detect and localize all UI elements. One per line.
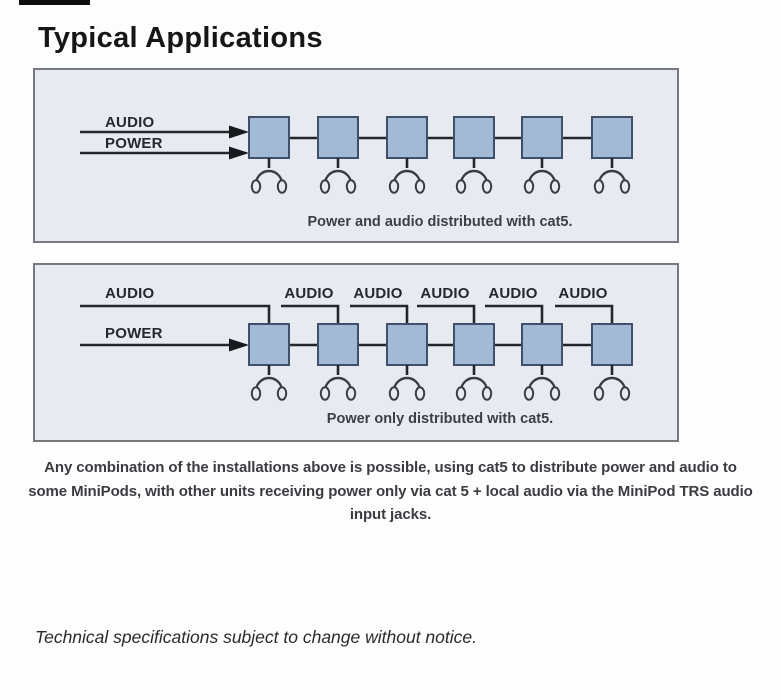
power-arrowhead-icon (229, 338, 249, 352)
minipod-with-headphones (316, 322, 360, 402)
diagram-caption: Power and audio distributed with cat5. (307, 214, 572, 230)
minipod-with-headphones (247, 322, 291, 402)
installation-note: Any combination of the installations abo… (28, 459, 753, 523)
minipod-with-headphones (452, 115, 496, 194)
local-audio-branch (417, 304, 476, 324)
page-title: Typical Applications (38, 22, 323, 54)
minipod-with-headphones (520, 322, 564, 402)
audio-label: AUDIO (558, 285, 607, 302)
local-audio-branch (281, 304, 340, 324)
minipod-with-headphones (452, 322, 496, 402)
page-corner-mark (19, 0, 90, 5)
audio-label: AUDIO (353, 285, 402, 302)
audio-label: AUDIO (420, 285, 469, 302)
audio-label: AUDIO (284, 285, 333, 302)
audio-label: AUDIO (105, 114, 154, 131)
minipod-with-headphones (385, 322, 429, 402)
audio-input-line (80, 304, 271, 324)
minipod-with-headphones (520, 115, 564, 194)
minipod-with-headphones (590, 115, 634, 194)
power-arrowhead-icon (229, 146, 249, 160)
power-label: POWER (105, 135, 163, 152)
local-audio-branch (485, 304, 544, 324)
audio-arrowhead-icon (229, 125, 249, 139)
audio-label: AUDIO (488, 285, 537, 302)
diagram-caption: Power only distributed with cat5. (327, 411, 553, 427)
minipod-with-headphones (590, 322, 634, 402)
disclaimer-note: Technical specifications subject to chan… (35, 627, 477, 647)
local-audio-branch (350, 304, 409, 324)
power-label: POWER (105, 325, 163, 342)
audio-label: AUDIO (105, 285, 154, 302)
diagram-power-and-audio-cat5: AUDIO POWER Power and audio distributed … (33, 68, 679, 243)
minipod-with-headphones (247, 115, 291, 194)
local-audio-branch (555, 304, 614, 324)
minipod-with-headphones (385, 115, 429, 194)
diagram-power-only-canvas: AUDIO POWER AUDIO AUDIO AUDIO AUDIO AUDI… (80, 285, 634, 427)
minipod-with-headphones (316, 115, 360, 194)
diagram-power-only-cat5: AUDIO POWER AUDIO AUDIO AUDIO AUDIO AUDI… (33, 263, 679, 442)
diagram-power-and-audio-canvas: AUDIO POWER Power and audio distributed … (80, 114, 634, 230)
